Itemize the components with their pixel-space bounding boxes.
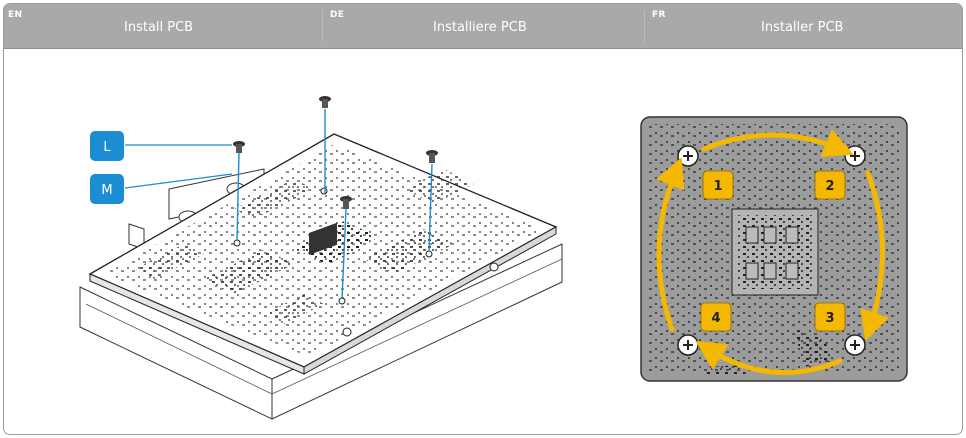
header-divider [322,10,323,42]
screw-icon [233,96,438,209]
column-de: DE Installiere PCB [326,4,644,48]
lang-code-fr: FR [652,10,666,20]
installation-illustration: L M [79,96,908,420]
lang-code-de: DE [330,10,345,20]
callout-l: L [90,131,124,161]
title-de: Installiere PCB [433,20,527,35]
step-badge-4: 4 [700,302,732,332]
step-label-1: 1 [713,179,722,194]
mounting-hole-icon [677,145,866,356]
header-bar: EN Install PCB DE Installiere PCB FR Ins… [4,4,962,49]
step-label-2: 2 [825,179,834,194]
instruction-panel: EN Install PCB DE Installiere PCB FR Ins… [3,3,963,435]
step-badge-2: 2 [814,170,846,200]
title-fr: Installer PCB [761,20,844,35]
step-label-4: 4 [711,311,720,326]
step-badge-3: 3 [814,302,846,332]
column-en: EN Install PCB [4,4,322,48]
tightening-order-arrows [656,129,889,376]
step-badge-1: 1 [702,170,734,200]
callout-m: M [90,174,124,204]
column-fr: FR Installer PCB [648,4,962,48]
callout-l-label: L [103,140,111,155]
screw-guides [124,109,433,300]
title-en: Install PCB [124,20,194,35]
callout-m-label: M [101,183,112,198]
lang-code-en: EN [8,10,23,20]
step-label-3: 3 [825,311,834,326]
header-divider [644,10,645,42]
pcb-isometric-view [79,133,563,420]
